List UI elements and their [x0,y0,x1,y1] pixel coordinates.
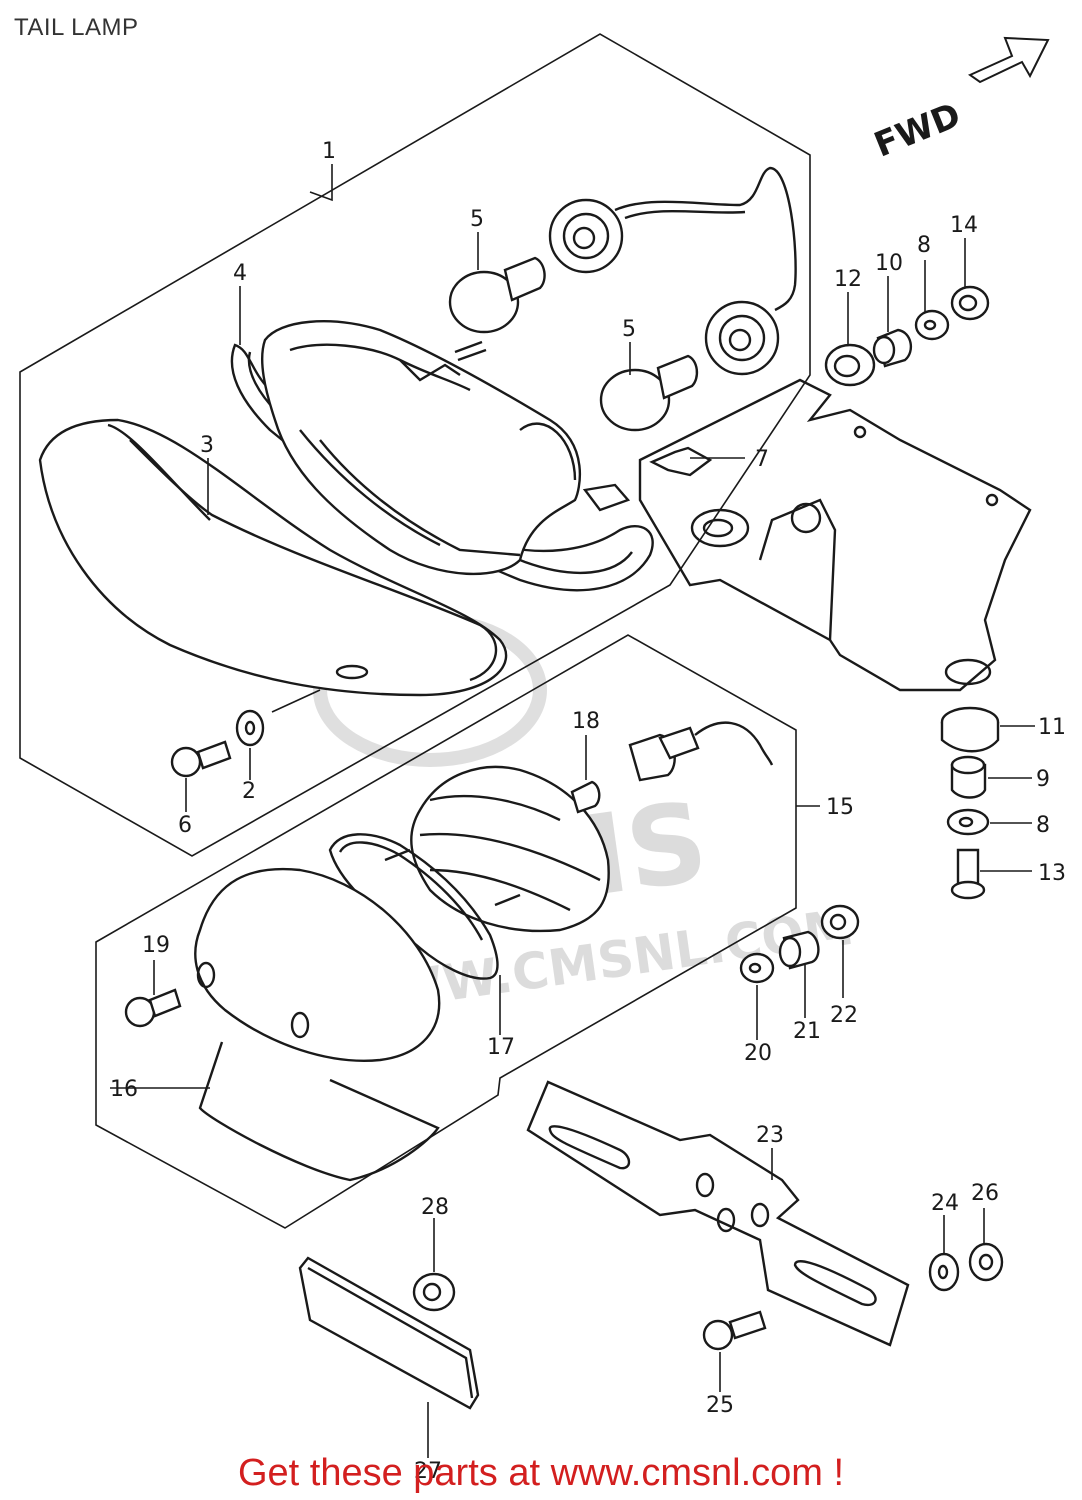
part-7-clip [649,446,713,477]
callout-22: 22 [830,1003,858,1028]
assembly-1-outline [19,33,811,857]
callout-6: 6 [178,813,192,838]
footer-link[interactable]: Get these parts at www.cmsnl.com ! [237,1452,845,1494]
part-9-collar [950,755,987,799]
part-12-grommet [824,343,876,387]
callout-27: 27 [414,1459,442,1484]
part-21-collar [778,930,820,970]
callout-4: 4 [233,261,247,286]
callout-17: 17 [487,1035,515,1060]
callout-7: 7 [755,447,769,472]
callout-3: 3 [200,433,214,458]
part-13-bolt [950,848,986,900]
callout-16: 16 [110,1077,138,1102]
callout-25: 25 [706,1393,734,1418]
part-24-washer [928,1252,960,1292]
part-19-screw [124,988,182,1028]
part-2-washer [235,709,265,747]
part-27-reflector [298,1256,480,1410]
part-11-grommet [940,706,1000,753]
callout-8-lower: 8 [1036,813,1050,838]
part-1-housing [260,320,631,576]
part-18-bulb [570,780,601,814]
callout-18: 18 [572,709,600,734]
callout-14: 14 [950,213,978,238]
part-5-bulb-upper [448,256,546,334]
part-25-screw [702,1310,767,1351]
callout-24: 24 [931,1191,959,1216]
part-3-lens [38,418,508,697]
assembly-15-outline [95,634,797,1229]
part-15-license-lamp [384,765,610,933]
callout-21: 21 [793,1019,821,1044]
callout-11: 11 [1038,715,1066,740]
part-16-lens [194,867,441,1062]
part-5-bulb-lower [599,354,699,432]
callout-20: 20 [744,1041,772,1066]
leader-lines [110,164,1035,1458]
part-20-washer [739,952,775,984]
callout-19: 19 [142,933,170,958]
socket-harness [548,166,797,376]
part-14-nut [950,285,990,321]
callout-15: 15 [826,795,854,820]
callout-1: 1 [322,139,336,164]
fwd-arrow-icon [967,36,1050,84]
callout-13: 13 [1038,861,1066,886]
part-28-nut [412,1272,456,1312]
part-6-screw [170,740,232,778]
part-8-washer-upper [914,309,950,341]
callout-5-lower: 5 [622,317,636,342]
callout-numbers: 1 2 3 4 5 5 6 7 8 8 9 10 11 12 13 14 15 … [110,139,1066,1484]
callout-5-upper: 5 [470,207,484,232]
socket-lower [628,721,774,782]
page-title: TAIL LAMP [14,14,139,41]
part-16-frame [198,1041,440,1182]
callout-28: 28 [421,1195,449,1220]
part-8-washer-lower [946,808,990,836]
callout-2: 2 [242,779,256,804]
bracket-plate [638,378,1032,692]
callout-8-upper: 8 [917,233,931,258]
callout-9: 9 [1036,767,1050,792]
callout-10: 10 [875,251,903,276]
callout-12: 12 [834,267,862,292]
fwd-label: FWD [869,95,966,165]
callout-23: 23 [756,1123,784,1148]
part-23-bracket [526,1080,910,1347]
part-22-nut [820,904,860,940]
fwd-arrow: FWD [869,36,1050,166]
part-26-nut [968,1242,1004,1282]
callout-26: 26 [971,1181,999,1206]
part-10-collar [872,328,913,368]
